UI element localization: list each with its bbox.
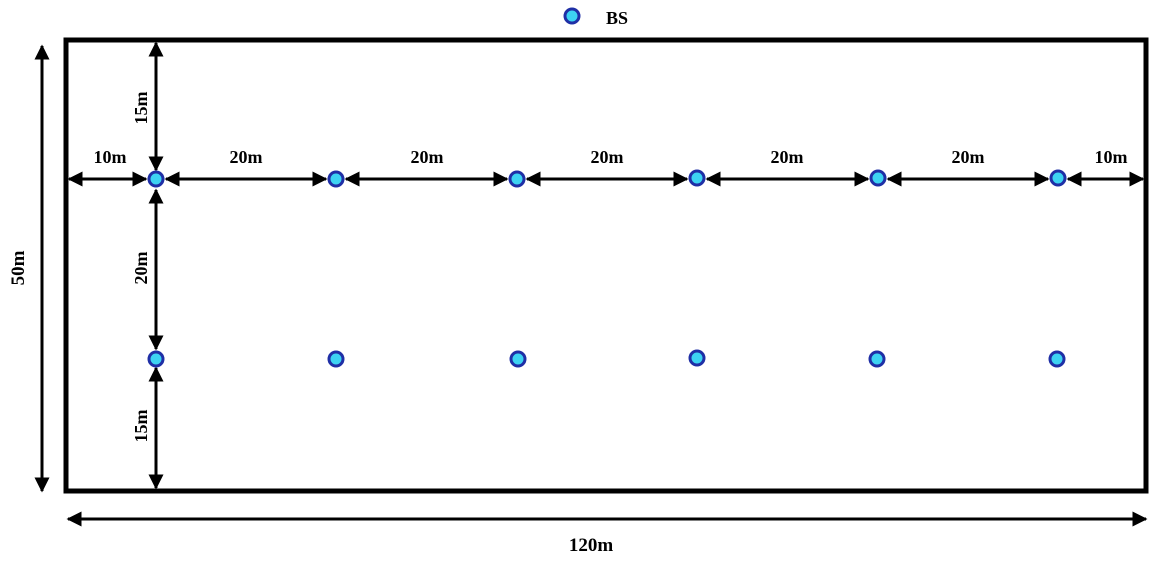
top-gap-label: 15m <box>131 92 151 125</box>
spacing-label-3: 20m <box>591 147 624 167</box>
base-station <box>688 169 706 187</box>
base-station <box>508 170 526 188</box>
legend-bs-marker <box>563 7 581 25</box>
bs-row-top <box>147 169 1067 188</box>
base-station <box>1049 169 1067 187</box>
room-boundary <box>63 37 1149 494</box>
room-height-label: 50m <box>8 250 29 285</box>
left-gap-label: 10m <box>94 147 127 167</box>
base-station <box>869 169 887 187</box>
base-station <box>688 349 706 367</box>
base-station <box>327 170 345 188</box>
bs-row-bottom <box>147 349 1066 368</box>
base-station <box>868 350 886 368</box>
legend-bs-label: BS <box>606 8 628 28</box>
bottom-gap-label: 15m <box>131 410 151 443</box>
base-station <box>1048 350 1066 368</box>
base-station <box>147 170 165 188</box>
legend: BS <box>563 7 628 28</box>
spacing-label-5: 20m <box>952 147 985 167</box>
base-station <box>327 350 345 368</box>
spacing-label-2: 20m <box>411 147 444 167</box>
spacing-label-4: 20m <box>771 147 804 167</box>
room-width-label: 120m <box>569 535 614 556</box>
base-station <box>509 350 527 368</box>
row-gap-label: 20m <box>131 252 151 285</box>
right-gap-label: 10m <box>1095 147 1128 167</box>
base-station <box>147 350 165 368</box>
spacing-label-1: 20m <box>230 147 263 167</box>
